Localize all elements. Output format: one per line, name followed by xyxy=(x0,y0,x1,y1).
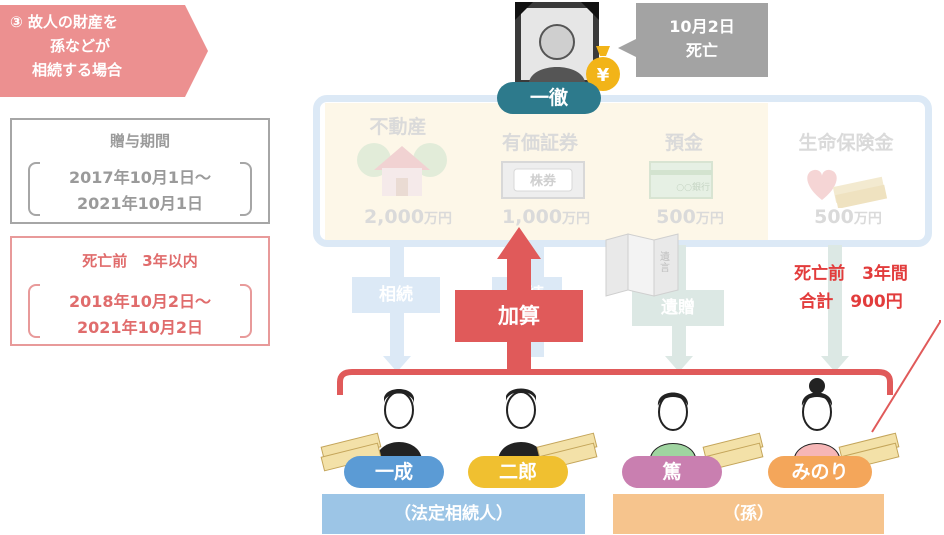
flow-arrowhead-3 xyxy=(665,356,693,372)
asset-name-securities: 有価証券 xyxy=(501,132,578,154)
value-number: 500 xyxy=(656,206,696,228)
pre-death-start: 2018年10月2日〜 xyxy=(69,292,211,311)
gift-period-box: 贈与期間 2017年10月1日〜 2021年10月1日 xyxy=(10,118,270,224)
asset-value-deposit: 500万円 xyxy=(620,206,760,228)
flow-arrow-4 xyxy=(828,245,842,357)
death-text: 死亡 xyxy=(685,41,718,60)
will-label: 遺言 xyxy=(660,252,670,274)
value-number: 500 xyxy=(814,206,854,228)
right-bracket xyxy=(240,284,252,338)
deceased-name-tag: 一徹 xyxy=(497,82,601,114)
pre-death-box: 死亡前 3年以内 2018年10月2日〜 2021年10月2日 xyxy=(10,236,270,346)
asset-value-securities: 1,000万円 xyxy=(476,206,616,228)
flow-arrowhead-1 xyxy=(383,356,411,372)
will-document-icon xyxy=(605,233,679,297)
house-icon xyxy=(357,143,447,196)
pre-death-end: 2021年10月2日 xyxy=(77,318,203,337)
heir-tag-atsushi: 篤 xyxy=(622,456,722,488)
value-unit: 万円 xyxy=(853,211,882,227)
deceased-portrait-icon xyxy=(515,2,599,86)
addition-arrowhead xyxy=(497,227,541,259)
value-number: 2,000 xyxy=(363,206,425,228)
heir-person-icon xyxy=(649,392,697,460)
flow-arrowhead-4 xyxy=(821,356,849,372)
bubble-tail xyxy=(618,38,638,58)
value-unit: 万円 xyxy=(424,211,453,227)
money-bag-icon: ¥ xyxy=(586,46,620,91)
value-number: 1,000 xyxy=(501,206,563,228)
title-line3: 相続する場合 xyxy=(32,61,123,79)
title-line2: 孫などが xyxy=(50,37,111,55)
asset-value-realestate: 2,000万円 xyxy=(338,206,478,228)
heir-person-icon xyxy=(498,388,544,460)
value-unit: 万円 xyxy=(562,211,591,227)
value-unit: 万円 xyxy=(695,211,724,227)
bank-label: ○○銀行 xyxy=(676,183,710,193)
gift-period-start: 2017年10月1日〜 xyxy=(69,168,211,187)
stock-label: 株券 xyxy=(529,174,556,189)
heir-tag-jiro: 二郎 xyxy=(468,456,568,488)
asset-name-deposit: 預金 xyxy=(664,132,703,154)
addition-label: 加算 xyxy=(455,290,583,342)
death-date-note: 10月2日 死亡 xyxy=(636,3,768,77)
left-bracket xyxy=(28,284,40,338)
pre-death-label: 死亡前 3年以内 xyxy=(82,252,198,270)
title-text: ③ 故人の財産を 孫などが 相続する場合 xyxy=(10,10,180,82)
group-legal-heirs: （法定相続人） xyxy=(322,494,585,534)
bankbook-icon xyxy=(649,161,713,199)
flow-label-bequest: 遺贈 xyxy=(632,290,724,326)
money-stack-icon xyxy=(320,432,382,472)
heir-tag-kazunari: 一成 xyxy=(344,456,444,488)
title-banner xyxy=(0,5,208,97)
three-year-line2: 合計 900円 xyxy=(799,292,903,312)
title-line1: ③ 故人の財産を xyxy=(10,13,118,31)
group-grandchildren: （孫） xyxy=(613,494,884,534)
three-year-note: 死亡前 3年間 合計 900円 xyxy=(790,260,912,316)
stock-certificate-icon xyxy=(501,161,585,199)
right-bracket xyxy=(240,162,252,216)
flow-label-inherit-1: 相続 xyxy=(352,277,440,313)
asset-name-realestate: 不動産 xyxy=(369,116,427,138)
heir-person-icon xyxy=(793,378,841,460)
gift-period-label: 贈与期間 xyxy=(109,132,170,150)
asset-value-insurance: 500万円 xyxy=(778,206,918,228)
left-bracket xyxy=(28,162,40,216)
gift-period-end: 2021年10月1日 xyxy=(77,194,203,213)
insurance-heart-icon xyxy=(807,169,888,208)
asset-name-insurance: 生命保険金 xyxy=(798,132,894,154)
three-year-line1: 死亡前 3年間 xyxy=(794,264,908,284)
svg-text:¥: ¥ xyxy=(597,65,610,86)
death-date: 10月2日 xyxy=(669,17,735,36)
heir-tag-minori: みのり xyxy=(768,456,872,488)
heir-person-icon xyxy=(376,389,422,460)
